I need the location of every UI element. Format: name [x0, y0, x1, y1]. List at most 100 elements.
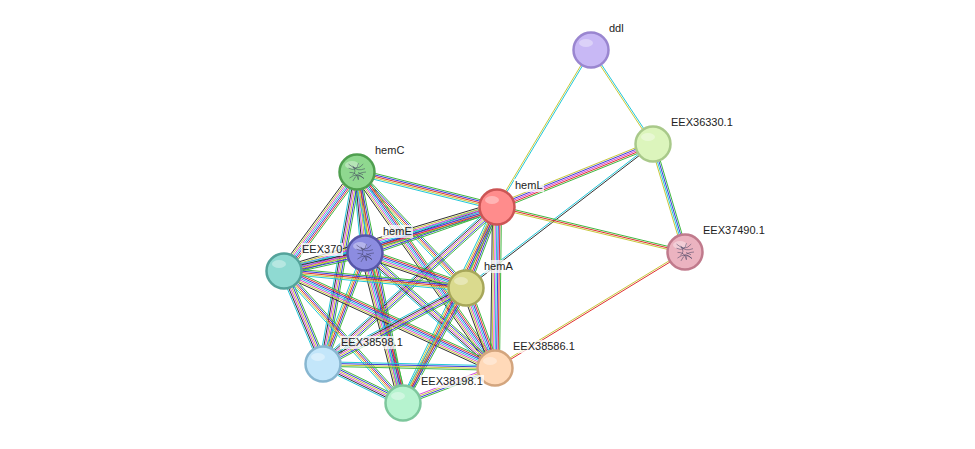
evidence-line	[660, 161, 682, 234]
interaction-edge	[358, 189, 403, 386]
node-circle	[634, 125, 672, 163]
evidence-line	[513, 149, 636, 199]
node-circle	[384, 384, 422, 422]
interaction-edge	[468, 303, 493, 352]
protein-node: hemA	[447, 269, 485, 307]
evidence-line	[375, 175, 480, 201]
evidence-line	[301, 211, 480, 265]
evidence-line	[506, 65, 582, 191]
interaction-edge	[656, 161, 682, 236]
evidence-line	[298, 189, 350, 259]
evidence-line	[656, 162, 678, 235]
node-circle	[666, 233, 704, 271]
interaction-edge	[291, 184, 350, 259]
evidence-line	[515, 154, 638, 204]
evidence-line	[338, 294, 449, 353]
evidence-line	[600, 65, 642, 129]
node-circle	[447, 269, 485, 307]
evidence-line	[296, 187, 348, 257]
evidence-line	[382, 257, 449, 280]
protein-label: hemE	[382, 225, 413, 238]
node-circle	[304, 345, 342, 383]
protein-label: EEX38198.1	[420, 375, 484, 388]
protein-label: hemA	[483, 260, 514, 273]
evidence-line	[325, 190, 353, 347]
protein-node: EEX38198.1	[384, 384, 422, 422]
evidence-line	[339, 373, 387, 396]
interaction-edge	[600, 65, 643, 130]
protein-node: EEX37490.1	[666, 233, 704, 271]
protein-node: EEX370	[265, 252, 303, 290]
interaction-edge	[374, 173, 481, 205]
interaction-edge	[341, 362, 477, 370]
protein-node: ddl	[572, 31, 610, 69]
evidence-line	[338, 375, 386, 398]
node-circle	[478, 188, 516, 226]
evidence-line	[295, 186, 347, 256]
evidence-line	[293, 287, 318, 347]
protein-label: EEX37490.1	[702, 224, 766, 237]
evidence-line	[382, 259, 449, 282]
evidence-line	[469, 306, 486, 352]
interaction-edge	[491, 225, 502, 350]
evidence-line	[330, 190, 358, 347]
protein-node: hemC	[338, 153, 376, 191]
structure-picture	[357, 244, 374, 262]
evidence-line	[480, 154, 638, 276]
node-circle	[572, 31, 610, 69]
evidence-line	[515, 211, 668, 248]
evidence-line	[472, 305, 489, 351]
evidence-line	[515, 210, 668, 247]
interaction-edge	[514, 210, 668, 250]
interaction-edge	[300, 208, 481, 270]
evidence-line	[514, 213, 667, 250]
evidence-line	[602, 65, 644, 129]
node-circle	[346, 234, 384, 272]
evidence-line	[659, 161, 681, 234]
node-circle	[265, 252, 303, 290]
evidence-line	[337, 293, 448, 352]
evidence-line	[297, 188, 349, 258]
protein-label: ddl	[608, 22, 625, 35]
evidence-line	[408, 222, 486, 386]
interaction-edge	[480, 154, 639, 277]
evidence-line	[375, 173, 480, 199]
node-circle	[338, 153, 376, 191]
evidence-line	[381, 209, 479, 243]
interaction-edge	[510, 261, 670, 360]
protein-node: EEX38598.1	[304, 345, 342, 383]
protein-label: EEX38598.1	[340, 336, 404, 349]
protein-label: hemL	[514, 179, 544, 192]
evidence-line	[514, 151, 637, 201]
structure-picture	[677, 243, 694, 261]
interaction-edge	[338, 369, 389, 399]
evidence-line	[510, 261, 669, 358]
evidence-line	[471, 305, 488, 351]
evidence-line	[409, 302, 455, 385]
evidence-line	[340, 370, 388, 393]
evidence-line	[514, 152, 637, 202]
evidence-line	[338, 374, 386, 397]
interaction-edge	[506, 65, 583, 192]
evidence-line	[362, 189, 401, 385]
evidence-line	[301, 212, 480, 266]
protein-node: hemE	[346, 234, 384, 272]
evidence-line	[361, 190, 400, 386]
protein-node: hemL	[478, 188, 516, 226]
evidence-line	[374, 178, 479, 204]
evidence-line	[657, 161, 679, 234]
evidence-line	[491, 225, 493, 350]
evidence-line	[511, 262, 670, 359]
evidence-line	[294, 286, 319, 346]
evidence-line	[507, 66, 583, 192]
protein-label: EEX36330.1	[670, 116, 734, 129]
evidence-line	[338, 221, 485, 354]
evidence-line	[300, 209, 479, 263]
evidence-line	[374, 176, 479, 202]
protein-label: EEX38586.1	[512, 340, 576, 353]
evidence-line	[341, 367, 477, 370]
evidence-line	[301, 255, 347, 265]
protein-node: EEX36330.1	[634, 125, 672, 163]
evidence-line	[293, 186, 345, 256]
evidence-line	[468, 306, 485, 352]
